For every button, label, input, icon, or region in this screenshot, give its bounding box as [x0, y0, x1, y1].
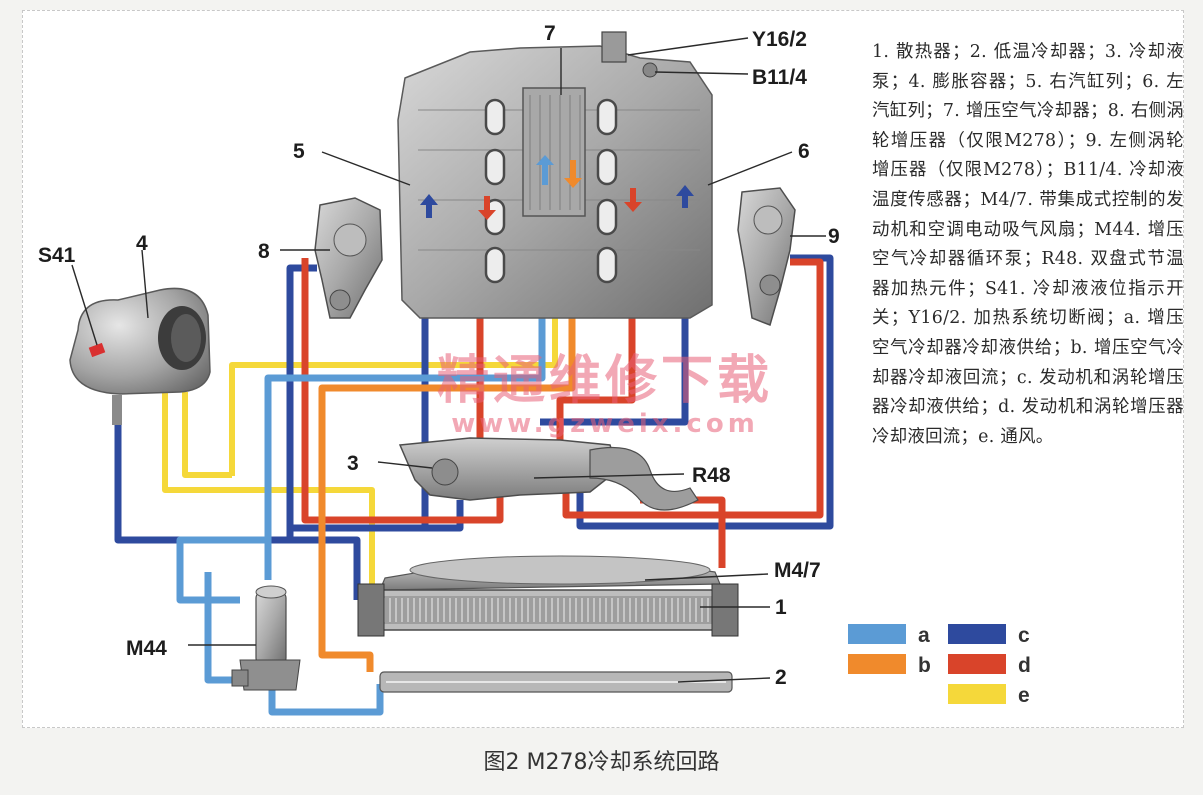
legend-swatch-d — [948, 654, 1006, 674]
low-temperature-cooler — [379, 671, 733, 693]
label-1: 1 — [775, 596, 787, 619]
legend-label-e: e — [1018, 684, 1030, 707]
label-7: 7 — [544, 22, 556, 45]
legend-swatch-e — [948, 684, 1006, 704]
label-s41: S41 — [38, 244, 76, 267]
label-m4-7: M4/7 — [774, 559, 821, 582]
leader-lines — [71, 37, 826, 683]
label-5: 5 — [293, 140, 305, 163]
legend: ab cde — [848, 624, 1031, 707]
label-8: 8 — [258, 240, 270, 263]
legend-label-c: c — [1018, 624, 1030, 647]
charge-air-cooler — [522, 87, 586, 217]
label-r48: R48 — [692, 464, 731, 487]
label-y16-2: Y16/2 — [752, 28, 807, 51]
electric-fan — [379, 555, 721, 591]
legend-label-b: b — [918, 654, 931, 677]
component-description: 1. 散热器；2. 低温冷却器；3. 冷却液泵；4. 膨胀容器；5. 右汽缸列；… — [872, 42, 1184, 447]
legend-swatch-c — [948, 624, 1006, 644]
label-4: 4 — [136, 232, 148, 255]
label-m44: M44 — [126, 637, 167, 660]
label-3: 3 — [347, 452, 359, 475]
engine-block — [397, 31, 713, 319]
label-9: 9 — [828, 225, 840, 248]
charge-air-cooler-pump — [231, 585, 301, 691]
label-6: 6 — [798, 140, 810, 163]
expansion-tank — [69, 287, 211, 425]
coolant-pump-assembly — [398, 437, 699, 511]
hose-return-b — [318, 258, 576, 672]
legend-label-a: a — [918, 624, 930, 647]
figure-caption: 图2 M278冷却系统回路 — [483, 750, 720, 775]
callout-labels: 7 Y16/2 B11/4 5 6 8 9 S41 4 3 R48 M4/7 1… — [38, 22, 840, 689]
level-switch — [88, 342, 106, 358]
legend-label-d: d — [1018, 654, 1031, 677]
heater-shutoff-valve — [601, 31, 627, 63]
legend-swatch-a — [848, 624, 906, 644]
label-2: 2 — [775, 666, 787, 689]
turbocharger-right — [314, 197, 383, 319]
legend-swatch-b — [848, 654, 906, 674]
engine-flow-arrows — [420, 155, 694, 220]
label-b11-4: B11/4 — [752, 66, 807, 89]
turbocharger-left — [737, 187, 796, 326]
radiator — [357, 583, 739, 637]
